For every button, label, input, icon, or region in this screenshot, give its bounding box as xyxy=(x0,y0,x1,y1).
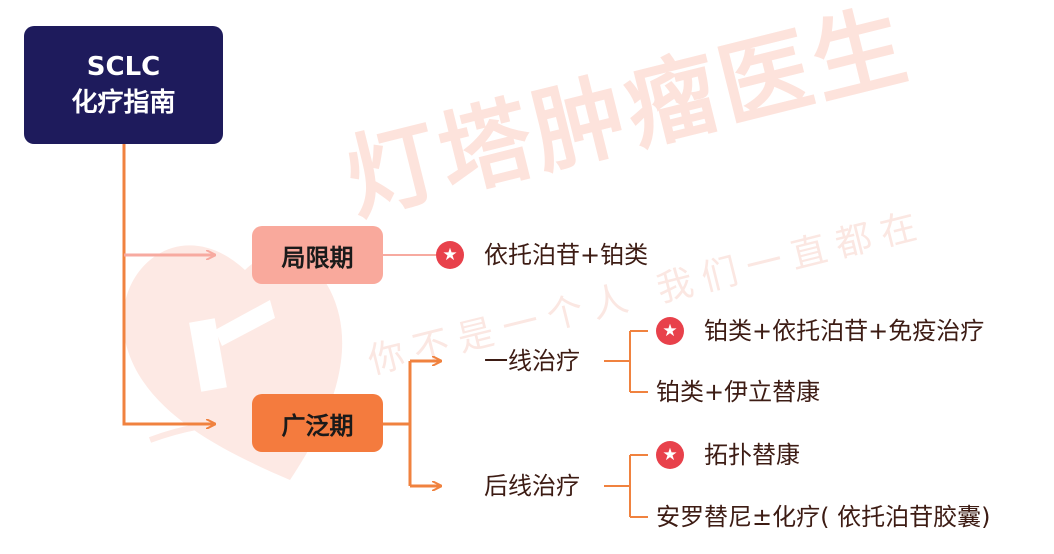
star-badge-icon: ★ xyxy=(656,317,684,345)
later-line-regimen-2: 安罗替尼±化疗( 依托泊苷胶囊) xyxy=(656,503,991,531)
first-line-bracket xyxy=(604,330,648,393)
later-line-label: 后线治疗 xyxy=(484,472,580,500)
root-trunk-line xyxy=(122,144,214,424)
extensive-stage-label: 广泛期 xyxy=(281,411,354,440)
later-line-regimen-1: 拓扑替康 xyxy=(704,441,800,469)
first-line-label: 一线治疗 xyxy=(484,347,580,375)
limited-stage-node: 局限期 xyxy=(252,226,383,284)
limited-stage-label: 局限期 xyxy=(281,243,354,272)
root-subtitle: 化疗指南 xyxy=(71,88,176,118)
star-badge-icon: ★ xyxy=(436,241,464,269)
root-node: SCLC 化疗指南 xyxy=(24,26,223,144)
star-badge-icon: ★ xyxy=(656,441,684,469)
first-line-regimen-1: 铂类+依托泊苷+免疫治疗 xyxy=(704,317,985,345)
extensive-branch-line xyxy=(383,361,412,486)
limited-regimen: 依托泊苷+铂类 xyxy=(484,241,649,269)
extensive-stage-node: 广泛期 xyxy=(252,394,383,452)
first-line-regimen-2: 铂类+伊立替康 xyxy=(656,378,821,406)
root-title: SCLC xyxy=(86,52,161,82)
later-line-bracket xyxy=(604,454,648,518)
